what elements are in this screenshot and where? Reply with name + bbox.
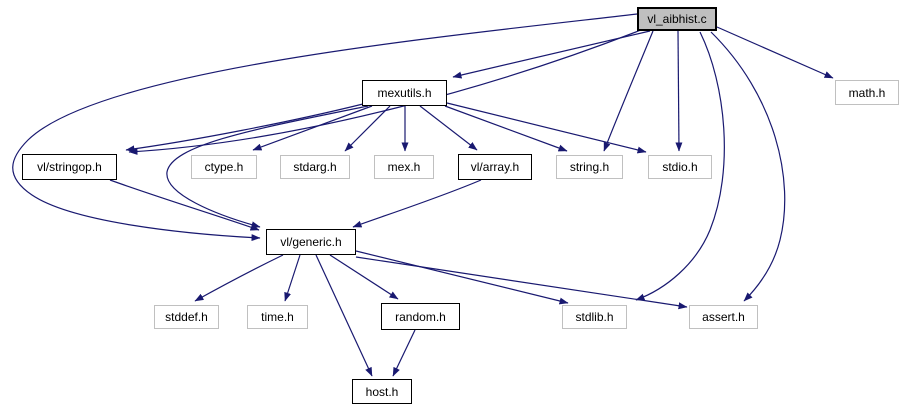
node-ctype-h: ctype.h (191, 155, 257, 179)
node-stdio-h: stdio.h (648, 155, 712, 179)
edge-vl_aibhist.c-to-string.h (603, 30, 654, 152)
node-math-h: math.h (835, 80, 899, 105)
edge-mexutils.h-to-ctype.h (252, 105, 373, 151)
edge-vl/array.h-to-vl/generic.h (352, 179, 482, 228)
node-mex-h: mex.h (374, 155, 434, 179)
edge-vl/generic.h-to-time.h (284, 254, 301, 302)
edge-vl_aibhist.c-to-math.h (716, 26, 834, 79)
node-stdlib-h: stdlib.h (562, 305, 627, 329)
edge-random.h-to-host.h (392, 329, 416, 377)
edge-mexutils.h-to-vl/generic.h (166, 105, 369, 229)
node-vl-stringop-h[interactable]: vl/stringop.h (22, 154, 117, 180)
edge-vl/generic.h-to-stdlib.h (355, 250, 569, 305)
edge-mexutils.h-to-string.h (444, 105, 568, 152)
edge-vl/stringop.h-to-vl/generic.h (109, 179, 260, 231)
edge-vl/generic.h-to-host.h (315, 254, 373, 377)
node-string-h: string.h (556, 155, 623, 179)
edge-vl_aibhist.c-to-assert.h (710, 31, 786, 302)
edge-mexutils.h-to-vl/array.h (419, 105, 478, 151)
edge-vl_aibhist.c-to-vl/generic.h (12, 13, 638, 242)
node-stdarg-h: stdarg.h (280, 155, 350, 179)
node-vl-array-h[interactable]: vl/array.h (458, 154, 532, 180)
node-assert-h: assert.h (689, 305, 758, 329)
edge-mexutils.h-to-stdarg.h (344, 105, 391, 152)
node-vl-aibhist-c: vl_aibhist.c (637, 7, 717, 31)
node-mexutils-h[interactable]: mexutils.h (362, 80, 447, 106)
node-random-h[interactable]: random.h (381, 303, 460, 330)
edge-vl/generic.h-to-random.h (329, 254, 399, 300)
node-stddef-h: stddef.h (154, 305, 219, 329)
edge-mexutils.h-to-stdio.h (446, 102, 647, 154)
node-host-h[interactable]: host.h (352, 379, 412, 404)
edge-vl_aibhist.c-to-stdio.h (675, 30, 683, 152)
edge-vl/generic.h-to-stddef.h (194, 254, 284, 302)
edge-vl_aibhist.c-to-stdlib.h (635, 31, 725, 301)
node-time-h: time.h (247, 305, 308, 329)
edge-vl/generic.h-to-assert.h (355, 256, 688, 310)
edge-mexutils.h-to-vl/stringop.h (125, 103, 364, 153)
node-vl-generic-h[interactable]: vl/generic.h (266, 229, 356, 255)
